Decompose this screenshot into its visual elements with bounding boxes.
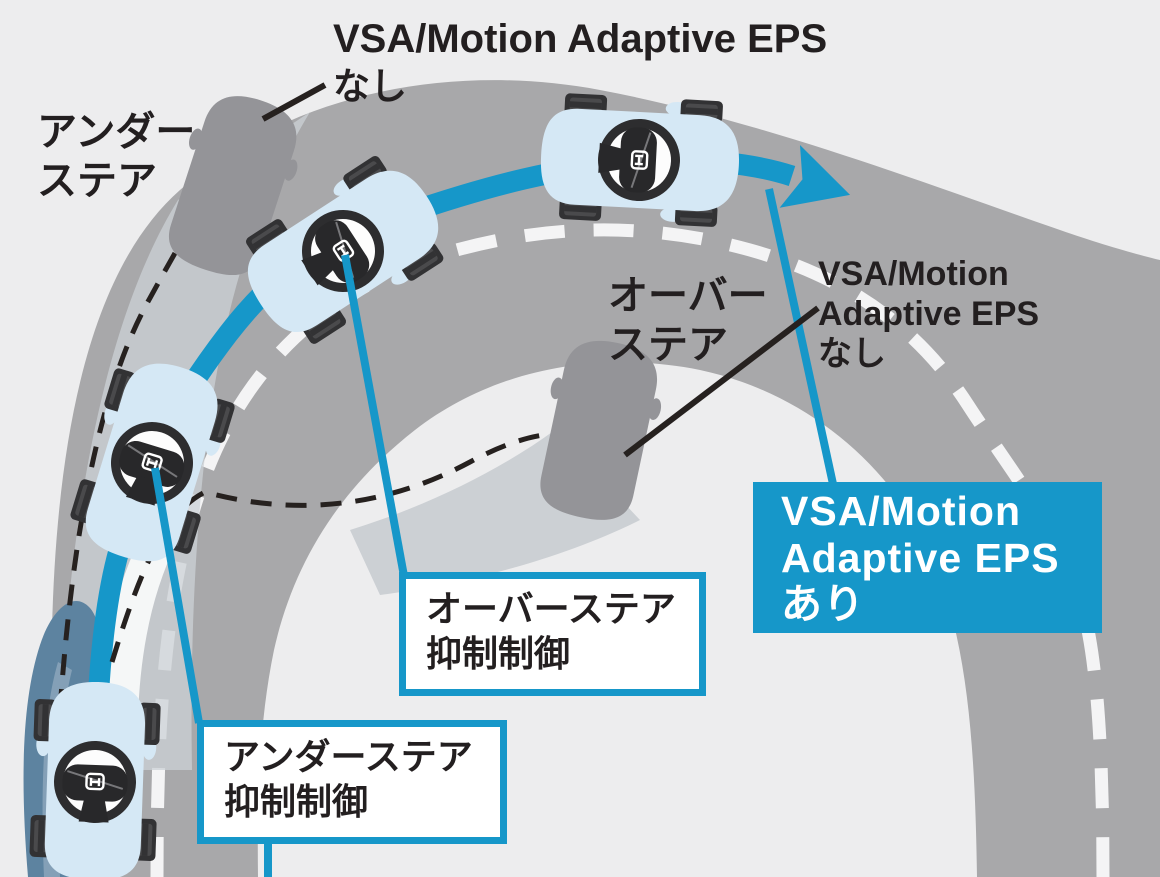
label-oversteer-line1: オーバー [608,274,768,318]
callout-with-eps: VSA/Motion Adaptive EPS あり [753,482,1102,633]
leader-no-eps-top [261,82,327,122]
callout-understeer-control: アンダーステア 抑制制御 [197,720,507,844]
callout-oversteer-control-line1: オーバーステア [426,588,676,629]
callout-with-eps-line2: Adaptive EPS [781,534,1060,581]
skid-streak-white [97,528,177,718]
label-understeer-line1: アンダー [37,110,196,154]
callout-oversteer-control: オーバーステア 抑制制御 [399,572,706,696]
label-understeer-line2: ステア [37,158,157,203]
leader-no-eps-right [623,305,820,458]
label-oversteer: オーバー ステア [608,272,768,370]
label-no-eps-right-line1: VSA/Motion [818,255,1009,293]
leader-with-eps-box [765,188,837,485]
label-no-eps-top-line1: VSA/Motion Adaptive EPS [333,17,828,61]
label-no-eps-right: VSA/Motion Adaptive EPS なし [818,254,1039,374]
leader-oversteer-control [341,254,408,577]
callout-oversteer-control-line2: 抑制制御 [426,633,571,675]
label-understeer: アンダー ステア [37,108,195,206]
label-no-eps-top-line2: なし [333,66,407,108]
callout-understeer-control-line1: アンダーステア [224,736,473,777]
callout-understeer-control-line2: 抑制制御 [224,781,369,823]
label-no-eps-right-line2: Adaptive EPS [818,295,1040,334]
callout-with-eps-line3: あり [781,581,865,628]
vsa-car-start-icon [29,680,162,877]
leader-understeer-control [151,467,203,724]
callout-with-eps-line1: VSA/Motion [781,488,1022,534]
label-no-eps-top: VSA/Motion Adaptive EPS なし [333,16,827,109]
label-oversteer-line2: ステア [608,322,728,367]
label-no-eps-right-line3: なし [818,335,886,374]
vsa-car-exit-icon [538,92,742,228]
